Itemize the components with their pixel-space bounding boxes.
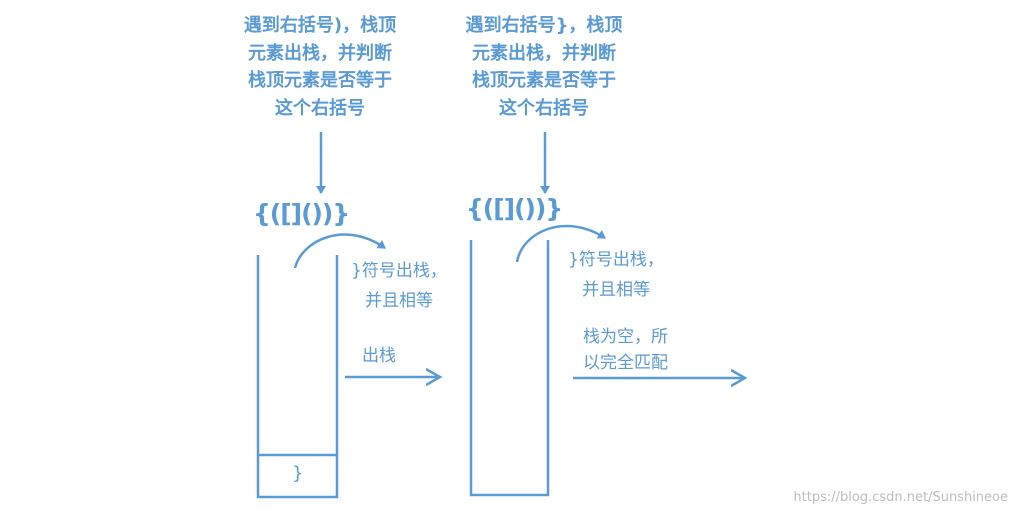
left-pop-note: }符号出栈， 并且相等 [351, 261, 447, 311]
left-pop-curve-arrow [293, 233, 386, 269]
left-stack-item: } [292, 463, 304, 484]
right-caption: 遇到右括号}，栈顶 元素出栈，并判断 栈顶元素是否等于 这个右括号 [465, 15, 623, 119]
left-stack [256, 255, 339, 499]
left-brackets: {([]())} [253, 199, 350, 228]
right-brackets: {([]())} [466, 194, 563, 223]
watermark: https://blog.csdn.net/Sunshineoe [793, 490, 1008, 505]
left-caption: 遇到右括号)，栈顶 元素出栈，并判断 栈顶元素是否等于 这个右括号 [243, 15, 397, 119]
right-result-text: 栈为空，所 以完全匹配 [583, 327, 668, 373]
right-pop-curve-arrow [515, 224, 606, 263]
right-stack [469, 240, 550, 497]
middle-arrow-label: 出栈 [362, 346, 396, 366]
right-pop-note: }符号出栈， 并且相等 [568, 250, 664, 300]
